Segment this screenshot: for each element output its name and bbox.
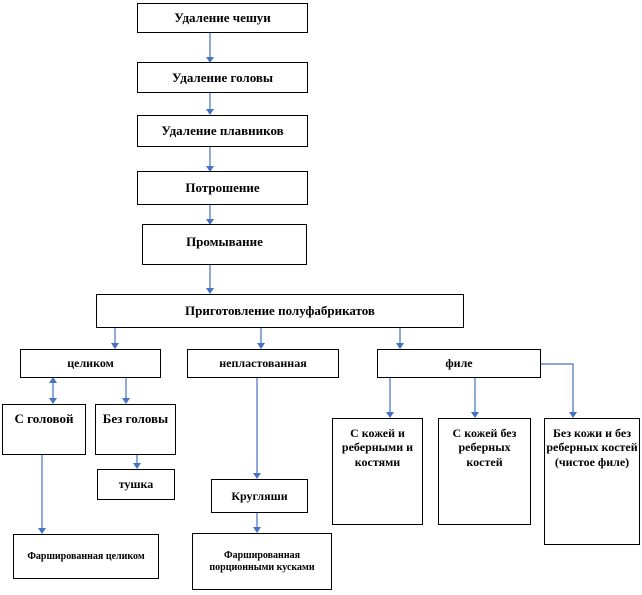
option-stuffed-portions-label: Фаршированная порционными кусками xyxy=(209,549,315,573)
step-head-removal: Удаление головы xyxy=(137,62,308,93)
step-fin-removal-label: Удаление плавников xyxy=(161,123,284,139)
step-washing: Промывание xyxy=(142,224,307,265)
branch-unfilleted: непластованная xyxy=(187,349,339,378)
option-stuffed-portions: Фаршированная порционными кусками xyxy=(192,533,332,590)
option-without-head: Без головы xyxy=(95,404,176,455)
step-fin-removal: Удаление плавников xyxy=(137,115,308,147)
option-clean-fillet-label: Без кожи и без реберных костей (чистое ф… xyxy=(546,426,638,469)
option-stuffed-whole: Фаршированная целиком xyxy=(13,534,159,579)
branch-unfilleted-label: непластованная xyxy=(219,356,307,371)
option-carcass: тушка xyxy=(97,469,175,500)
option-carcass-label: тушка xyxy=(118,477,154,492)
branch-whole-label: целиком xyxy=(67,356,114,371)
step-semi-products: Приготовление полуфабрикатов xyxy=(96,294,464,328)
option-with-head: С головой xyxy=(2,404,86,455)
step-gutting-label: Потрошение xyxy=(185,180,260,196)
step-scaling-label: Удаление чешуи xyxy=(174,10,271,26)
step-semi-products-label: Приготовление полуфабрикатов xyxy=(185,303,375,319)
step-washing-label: Промывание xyxy=(186,234,263,249)
branch-fillet-label: филе xyxy=(445,356,473,371)
step-gutting: Потрошение xyxy=(137,171,308,205)
option-skin-and-bones-label: С кожей и реберными и костями xyxy=(341,426,414,469)
option-skin-no-bones-label: С кожей без реберных костей xyxy=(452,426,517,469)
option-rounds-label: Кругляши xyxy=(231,488,288,503)
step-scaling: Удаление чешуи xyxy=(137,3,308,33)
option-clean-fillet: Без кожи и без реберных костей (чистое ф… xyxy=(544,418,640,545)
step-head-removal-label: Удаление головы xyxy=(171,69,274,85)
option-with-head-label: С головой xyxy=(14,411,74,426)
option-rounds: Кругляши xyxy=(211,479,308,513)
option-skin-no-bones: С кожей без реберных костей xyxy=(438,418,531,525)
option-skin-and-bones: С кожей и реберными и костями xyxy=(332,418,423,525)
branch-whole: целиком xyxy=(20,349,161,378)
option-without-head-label: Без головы xyxy=(102,411,169,426)
branch-fillet: филе xyxy=(377,349,541,378)
option-stuffed-whole-label: Фаршированная целиком xyxy=(27,550,145,562)
